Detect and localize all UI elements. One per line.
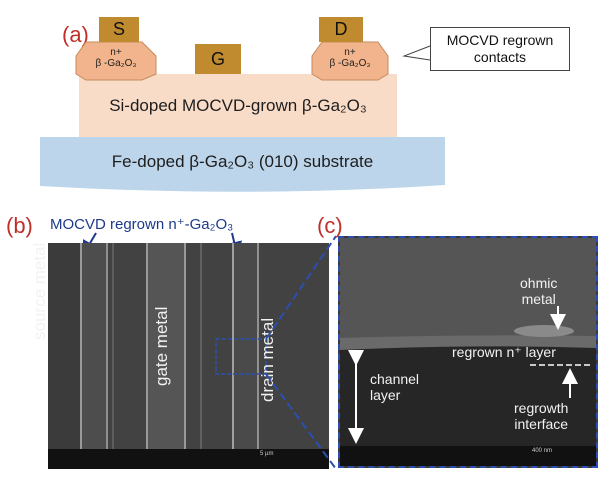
channel-line-2: layer xyxy=(370,387,401,403)
nplus-right-region xyxy=(311,41,389,81)
channel-layer-label: Si-doped MOCVD-grown β-Ga₂O₃ xyxy=(109,96,367,115)
nplus-left-label: n+ xyxy=(110,47,122,58)
substrate-label: Fe-doped β-Ga₂O₃ (010) substrate xyxy=(111,152,374,171)
sem-image-c: 400 nm xyxy=(338,236,598,468)
nplus-left-text: n+ β -Ga₂O₃ xyxy=(86,47,146,69)
sem-c-infobar xyxy=(340,446,596,466)
nplus-right-material: β -Ga₂O₃ xyxy=(329,58,371,69)
source-contact: S xyxy=(99,17,139,42)
panel-a-layers xyxy=(40,41,445,192)
callout-line-1: MOCVD regrown xyxy=(446,32,554,48)
ohmic-line-1: ohmic xyxy=(520,275,558,291)
panel-a-label: (a) xyxy=(62,22,89,47)
channel-line-1: channel xyxy=(370,371,420,387)
sem-image-b: 5 µm xyxy=(48,243,329,469)
gate-contact: G xyxy=(195,44,241,74)
nplus-left-material: β -Ga₂O₃ xyxy=(95,58,137,69)
substrate-layer xyxy=(40,137,445,192)
drain-contact: D xyxy=(319,17,363,42)
interface-line-1: regrowth xyxy=(514,400,569,416)
callout-box: MOCVD regrown contacts xyxy=(430,27,570,71)
panel-b-title: MOCVD regrown n⁺-Ga₂O₃ xyxy=(50,216,234,233)
nplus-left-region xyxy=(75,41,157,81)
interface-line-2: interface xyxy=(514,416,569,432)
sem-b-scale: 5 µm xyxy=(260,451,274,457)
panel-c-label: (c) xyxy=(317,213,343,238)
channel-layer xyxy=(79,74,397,137)
zoom-region-box xyxy=(215,338,267,375)
nplus-right-label: n+ xyxy=(344,47,356,58)
sem-c-scale: 400 nm xyxy=(532,448,553,454)
nplus-right-text: n+ β -Ga₂O₃ xyxy=(320,47,380,69)
regrowth-interface-label: regrowth interface xyxy=(514,400,568,432)
sem-b-texture xyxy=(48,243,329,469)
callout-pointer xyxy=(402,45,431,61)
regrown-layer-label: regrown n⁺ layer xyxy=(452,344,556,360)
ohmic-line-2: metal xyxy=(521,291,556,307)
sem-b-infobar xyxy=(48,449,329,469)
callout-line-2: contacts xyxy=(473,49,527,65)
ohmic-metal-label: ohmic metal xyxy=(520,275,557,307)
panel-b-label: (b) xyxy=(6,213,33,238)
channel-layer-label-c: channel layer xyxy=(370,371,419,403)
